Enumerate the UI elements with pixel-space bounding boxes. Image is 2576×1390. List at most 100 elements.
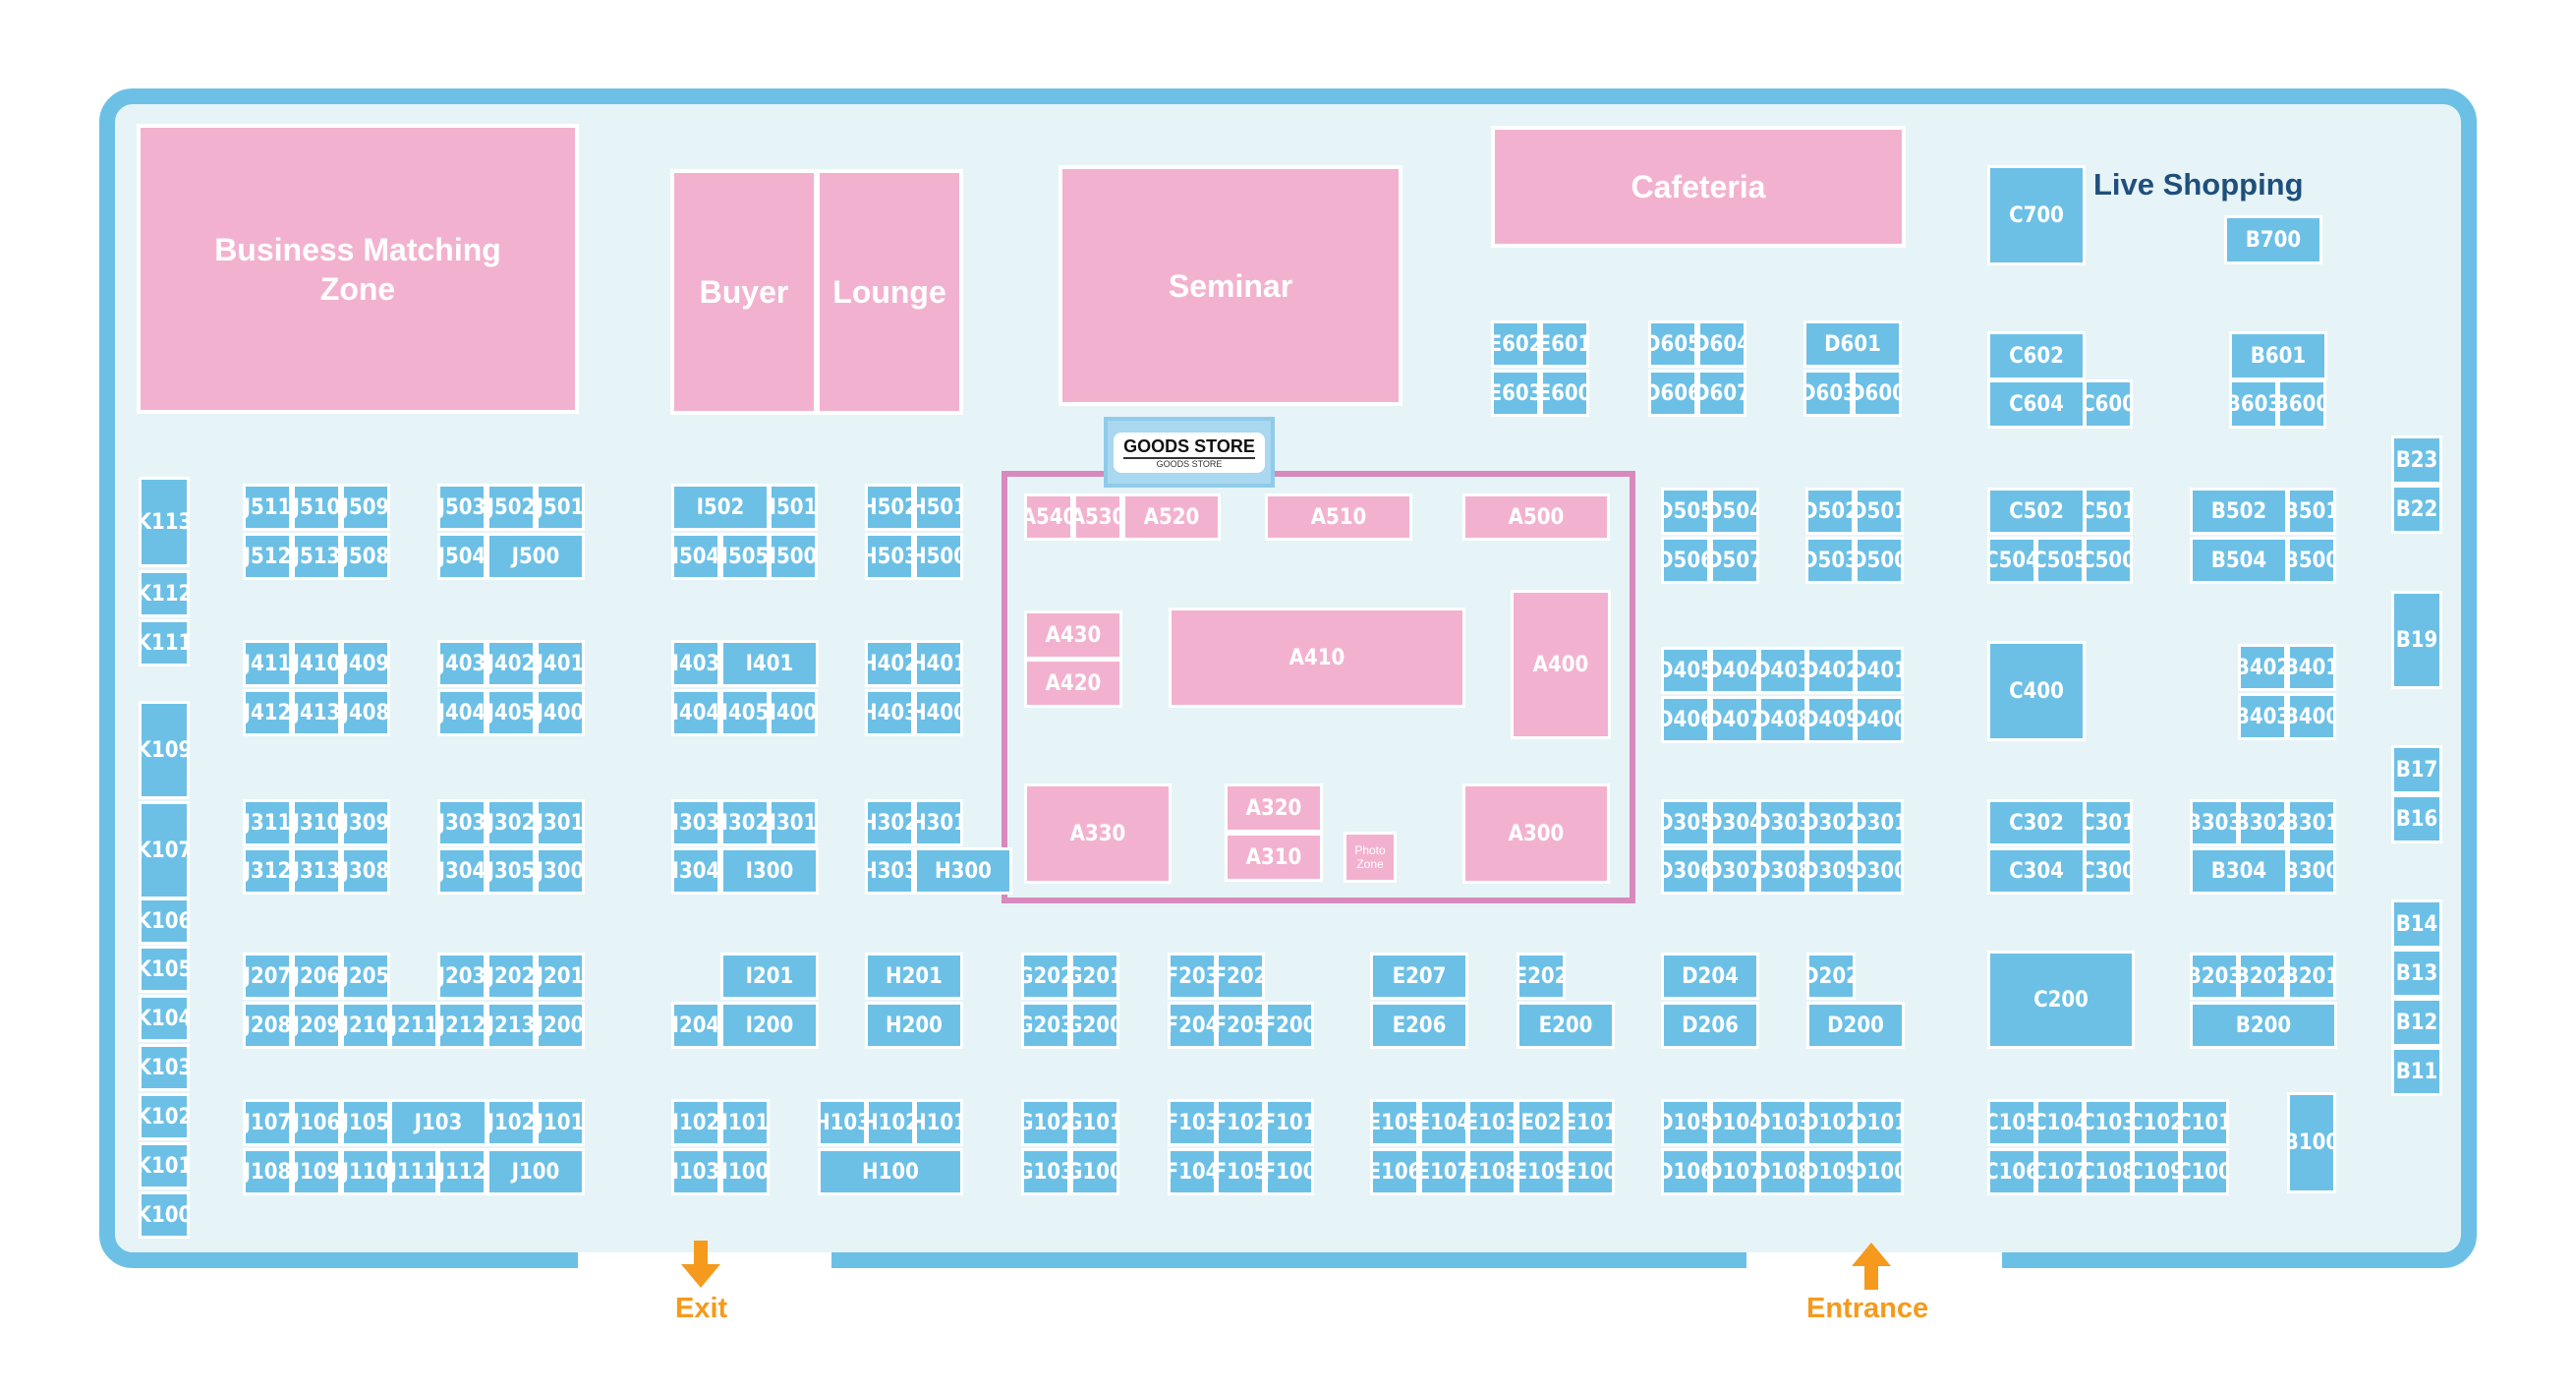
booth-d504[interactable]: D504	[1710, 488, 1759, 535]
booth-c400[interactable]: C400	[1987, 641, 2086, 741]
booth-i405[interactable]: I405	[720, 689, 770, 736]
booth-i103[interactable]: I103	[671, 1148, 720, 1195]
booth-d101[interactable]: D101	[1855, 1099, 1904, 1146]
booth-h402[interactable]: H402	[865, 640, 914, 687]
booth-h502[interactable]: H502	[865, 484, 914, 531]
booth-h302[interactable]: H302	[865, 799, 914, 846]
booth-j100[interactable]: J100	[487, 1148, 585, 1195]
booth-j401[interactable]: J401	[536, 640, 585, 687]
booth-d607[interactable]: D607	[1697, 370, 1746, 417]
booth-j512[interactable]: J512	[243, 533, 292, 580]
booth-j103[interactable]: J103	[389, 1099, 487, 1146]
booth-e600[interactable]: E600	[1540, 370, 1589, 417]
booth-d502[interactable]: D502	[1805, 488, 1855, 535]
booth-d309[interactable]: D309	[1806, 847, 1856, 895]
booth-c200[interactable]: C200	[1987, 951, 2135, 1049]
booth-b203[interactable]: B203	[2190, 953, 2239, 1000]
booth-i501[interactable]: I501	[769, 484, 818, 531]
booth-g202[interactable]: G202	[1021, 953, 1070, 1000]
booth-f100[interactable]: F100	[1265, 1148, 1314, 1195]
booth-h501[interactable]: H501	[914, 484, 963, 531]
booth-d402[interactable]: D402	[1806, 647, 1856, 694]
booth-j310[interactable]: J310	[292, 799, 341, 846]
booth-g103[interactable]: G103	[1021, 1148, 1070, 1195]
booth-j206[interactable]: J206	[292, 953, 341, 1000]
booth-j508[interactable]: J508	[341, 533, 390, 580]
booth-d405[interactable]: D405	[1661, 647, 1710, 694]
booth-h303[interactable]: H303	[865, 847, 914, 895]
booth-c302[interactable]: C302	[1987, 799, 2086, 846]
booth-d503[interactable]: D503	[1805, 537, 1855, 584]
booth-c101[interactable]: C101	[2180, 1099, 2229, 1146]
booth-d505[interactable]: D505	[1661, 488, 1710, 535]
booth-e105[interactable]: E105	[1370, 1099, 1419, 1146]
booth-h503[interactable]: H503	[865, 533, 914, 580]
booth-j301[interactable]: J301	[536, 799, 585, 846]
booth-g200[interactable]: G200	[1070, 1002, 1119, 1049]
booth-d606[interactable]: D606	[1648, 370, 1697, 417]
booth-j110[interactable]: J110	[341, 1148, 390, 1195]
booth-k109[interactable]: K109	[139, 701, 190, 799]
booth-d301[interactable]: D301	[1855, 799, 1904, 846]
booth-a520[interactable]: A520	[1122, 493, 1221, 541]
booth-b202[interactable]: B202	[2238, 953, 2287, 1000]
booth-k112[interactable]: K112	[139, 570, 190, 617]
booth-j105[interactable]: J105	[341, 1099, 390, 1146]
booth-e101[interactable]: E101	[1566, 1099, 1615, 1146]
booth-b504[interactable]: B504	[2190, 537, 2288, 584]
booth-d307[interactable]: D307	[1710, 847, 1759, 895]
booth-c104[interactable]: C104	[2035, 1099, 2085, 1146]
booth-c504[interactable]: C504	[1987, 537, 2036, 584]
booth-d501[interactable]: D501	[1855, 488, 1904, 535]
booth-d105[interactable]: D105	[1661, 1099, 1710, 1146]
booth-c505[interactable]: C505	[2035, 537, 2085, 584]
booth-c604[interactable]: C604	[1987, 379, 2086, 429]
seminar-zone[interactable]: Seminar	[1059, 165, 1402, 406]
booth-e104[interactable]: E104	[1419, 1099, 1468, 1146]
booth-d400[interactable]: D400	[1855, 696, 1904, 743]
booth-c301[interactable]: C301	[2084, 799, 2133, 846]
booth-i401[interactable]: I401	[720, 640, 819, 687]
booth-b600[interactable]: B600	[2277, 379, 2326, 429]
booth-d401[interactable]: D401	[1855, 647, 1904, 694]
booth-c106[interactable]: C106	[1987, 1148, 2036, 1195]
booth-j210[interactable]: J210	[341, 1002, 390, 1049]
booth-c105[interactable]: C105	[1987, 1099, 2036, 1146]
booth-k102[interactable]: K102	[139, 1093, 190, 1140]
booth-g102[interactable]: G102	[1021, 1099, 1070, 1146]
booth-j200[interactable]: J200	[536, 1002, 585, 1049]
booth-d409[interactable]: D409	[1806, 696, 1856, 743]
booth-j208[interactable]: J208	[243, 1002, 292, 1049]
booth-b19[interactable]: B19	[2391, 591, 2442, 689]
booth-c108[interactable]: C108	[2084, 1148, 2133, 1195]
booth-c502[interactable]: C502	[1987, 488, 2086, 535]
booth-h101[interactable]: H101	[914, 1099, 963, 1146]
booth-j408[interactable]: J408	[341, 689, 390, 736]
booth-a500[interactable]: A500	[1462, 493, 1610, 541]
booth-b12[interactable]: B12	[2391, 998, 2442, 1047]
booth-e103[interactable]: E103	[1467, 1099, 1517, 1146]
booth-h103[interactable]: H103	[818, 1099, 867, 1146]
booth-h300[interactable]: H300	[914, 847, 1012, 895]
booth-d108[interactable]: D108	[1758, 1148, 1807, 1195]
booth-i502[interactable]: I502	[671, 484, 770, 531]
booth-h500[interactable]: H500	[914, 533, 963, 580]
booth-h400[interactable]: H400	[914, 689, 963, 736]
booth-g201[interactable]: G201	[1070, 953, 1119, 1000]
booth-b100[interactable]: B100	[2287, 1092, 2336, 1193]
goods-store-sign[interactable]: GOODS STORE GOODS STORE	[1104, 417, 1275, 488]
booth-g101[interactable]: G101	[1070, 1099, 1119, 1146]
booth-b17[interactable]: B17	[2391, 745, 2442, 794]
booth-j205[interactable]: J205	[341, 953, 390, 1000]
booth-c602[interactable]: C602	[1987, 331, 2086, 380]
booth-e206[interactable]: E206	[1370, 1002, 1468, 1049]
booth-d507[interactable]: D507	[1710, 537, 1759, 584]
booth-b401[interactable]: B401	[2287, 644, 2336, 691]
booth-j109[interactable]: J109	[292, 1148, 341, 1195]
booth-j513[interactable]: J513	[292, 533, 341, 580]
booth-d408[interactable]: D408	[1758, 696, 1807, 743]
booth-i504[interactable]: I504	[671, 533, 720, 580]
booth-d603[interactable]: D603	[1803, 370, 1853, 417]
booth-j303[interactable]: J303	[437, 799, 487, 846]
booth-b14[interactable]: B14	[2391, 899, 2442, 949]
